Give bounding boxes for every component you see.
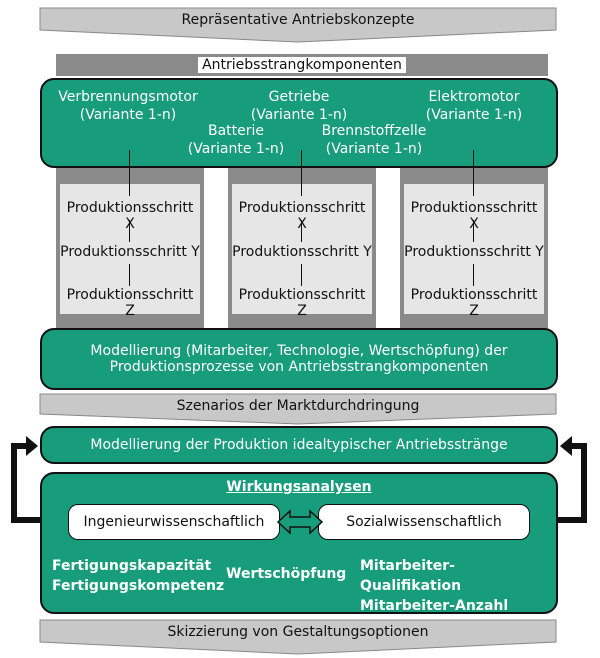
col2-line-2 — [301, 264, 302, 286]
modellierung-box: Modellierung (Mitarbeiter, Technologie, … — [40, 328, 558, 390]
bottom-banner-shape — [39, 619, 557, 655]
ingenieur-label: Ingenieurwissenschaftlich — [83, 514, 265, 530]
connector-col3-top — [473, 150, 474, 196]
modellierung-produktion-box: Modellierung der Produktion idealtypisch… — [40, 426, 558, 464]
wirkungsanalysen-box — [40, 472, 558, 614]
col1-step-z: Produktionsschritt Z — [66, 287, 194, 319]
ingenieur-box: Ingenieurwissenschaftlich — [68, 504, 280, 540]
col1-line-2 — [129, 264, 130, 286]
col3-step-x: Produktionsschritt X — [410, 200, 538, 232]
col1-step-x: Produktionsschritt X — [66, 200, 194, 232]
gap-1 — [204, 168, 228, 318]
bottom-banner-label: Skizzierung von Gestaltungsoptionen — [167, 624, 429, 640]
column-3-body — [404, 184, 544, 314]
getriebe-label: Getriebe (Variante 1-n) — [234, 88, 364, 124]
top-banner-shape — [39, 7, 557, 43]
sozial-box: Sozialwissenschaftlich — [318, 504, 530, 540]
feedback-arrow-left — [11, 443, 62, 523]
col2-step-y: Produktionsschritt Y — [232, 244, 372, 260]
brennstoffzelle-label: Brennstoffzelle (Variante 1-n) — [318, 122, 430, 158]
batterie-variant: (Variante 1-n) — [187, 141, 285, 157]
brennstoffzelle-variant: (Variante 1-n) — [325, 141, 423, 157]
batterie-label: Batterie (Variante 1-n) — [186, 122, 286, 158]
verbrennungsmotor-text: Verbrennungsmotor — [58, 89, 198, 105]
feedback-arrowhead-left — [26, 436, 38, 456]
col2-step-x: Produktionsschritt X — [238, 200, 366, 232]
getriebe-text: Getriebe — [268, 89, 330, 105]
mitarbeiter-qualifikation: Mitarbeiter-Qualifikation — [360, 558, 462, 594]
gap-2 — [376, 168, 400, 318]
brennstoffzelle-text: Brennstoffzelle — [321, 123, 427, 139]
modellierung-produktion-label: Modellierung der Produktion idealtypisch… — [90, 437, 508, 453]
elektromotor-text: Elektromotor — [428, 89, 520, 105]
modellierung-line-2: Produktionsprozesse von Antriebsstrangko… — [109, 359, 489, 375]
components-box — [40, 78, 558, 168]
verbrennungsmotor-variant: (Variante 1-n) — [79, 107, 177, 123]
szenarios-label: Szenarios der Marktdurchdringung — [176, 398, 420, 414]
col3-line-1 — [473, 220, 474, 242]
components-header-bar: Antriebsstrangkomponenten — [56, 54, 548, 76]
wertschoepfung: Wertschöpfung — [226, 566, 347, 582]
verbrennungsmotor-label: Verbrennungsmotor (Variante 1-n) — [52, 88, 204, 124]
col3-step-y: Produktionsschritt Y — [404, 244, 544, 260]
modellierung-line-1: Modellierung (Mitarbeiter, Technologie, … — [90, 343, 508, 359]
components-header-label: Antriebsstrangkomponenten — [198, 57, 406, 73]
mitarbeiter-anzahl: Mitarbeiter-Anzahl — [360, 598, 509, 614]
elektromotor-label: Elektromotor (Variante 1-n) — [404, 88, 544, 124]
column-2-body — [232, 184, 372, 314]
feedback-arrow-right — [536, 443, 587, 523]
connector-col1-top — [129, 150, 130, 196]
col2-step-z: Produktionsschritt Z — [238, 287, 366, 319]
right-items: Mitarbeiter-Qualifikation Mitarbeiter-An… — [360, 556, 552, 616]
wirkungsanalysen-title-wrap: Wirkungsanalysen — [40, 476, 558, 498]
col1-line-1 — [129, 220, 130, 242]
feedback-arrowhead-right — [560, 436, 572, 456]
double-arrow-icon — [276, 509, 324, 535]
getriebe-variant: (Variante 1-n) — [250, 107, 348, 123]
left-items: Fertigungskapazität Fertigungskompetenz — [52, 556, 252, 596]
column-1-body — [60, 184, 200, 314]
elektromotor-variant: (Variante 1-n) — [425, 107, 523, 123]
connector-col2-top — [301, 150, 302, 196]
batterie-text: Batterie — [207, 123, 265, 139]
fertigungskapazitaet: Fertigungskapazität — [52, 558, 212, 574]
szenarios-banner-shape — [39, 393, 557, 425]
col3-line-2 — [473, 264, 474, 286]
fertigungskompetenz: Fertigungskompetenz — [52, 578, 225, 594]
sozial-label: Sozialwissenschaftlich — [346, 514, 502, 530]
col1-step-y: Produktionsschritt Y — [60, 244, 200, 260]
top-banner-label: Repräsentative Antriebskonzepte — [181, 12, 415, 28]
col2-line-1 — [301, 220, 302, 242]
wirkungsanalysen-title: Wirkungsanalysen — [226, 479, 372, 495]
col3-step-z: Produktionsschritt Z — [410, 287, 538, 319]
